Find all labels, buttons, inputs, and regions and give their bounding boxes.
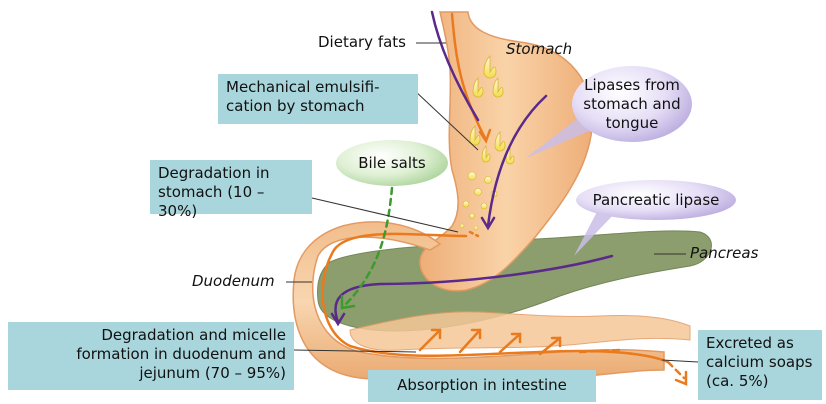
lipases-line-3: tongue (583, 114, 680, 133)
pancreas-label: Pancreas (690, 244, 758, 262)
absorption-label: Absorption in intestine (397, 376, 567, 394)
excreted-line-3: (ca. 5%) (706, 372, 814, 391)
mechanical-emulsification-line-1: Mechanical emulsifi- (226, 78, 410, 97)
excreted-line-1: Excreted as (706, 334, 814, 353)
excreted-line-2: calcium soaps (706, 353, 814, 372)
degradation-stomach-line-1: Degradation in (158, 164, 304, 183)
stomach-label: Stomach (506, 40, 572, 58)
bile-salts-oval: Bile salts (336, 140, 448, 186)
degradation-micelle-line-2: formation in duodenum and (16, 345, 286, 364)
bile-salts-label: Bile salts (358, 154, 426, 173)
lipases-line-2: stomach and (583, 95, 680, 114)
duodenum-label: Duodenum (192, 272, 275, 290)
degradation-micelle-line-1: Degradation and micelle (16, 326, 286, 345)
lipases-oval: Lipases from stomach and tongue (572, 66, 692, 142)
degradation-micelle-line-3: jejunum (70 – 95%) (16, 364, 286, 383)
lipases-line-1: Lipases from (583, 76, 680, 95)
pancreatic-lipase-oval: Pancreatic lipase (576, 180, 736, 220)
degradation-stomach-line-2: stomach (10 – 30%) (158, 183, 304, 221)
dietary-fats-label: Dietary fats (318, 33, 406, 51)
degradation-stomach-box: Degradation in stomach (10 – 30%) (150, 160, 312, 214)
mechanical-emulsification-line-2: cation by stomach (226, 97, 410, 116)
degradation-micelle-box: Degradation and micelle formation in duo… (8, 322, 294, 390)
pancreatic-lipase-label: Pancreatic lipase (593, 191, 720, 210)
excreted-box: Excreted as calcium soaps (ca. 5%) (698, 330, 822, 400)
mechanical-emulsification-box: Mechanical emulsifi- cation by stomach (218, 74, 418, 124)
absorption-box: Absorption in intestine (368, 370, 596, 402)
